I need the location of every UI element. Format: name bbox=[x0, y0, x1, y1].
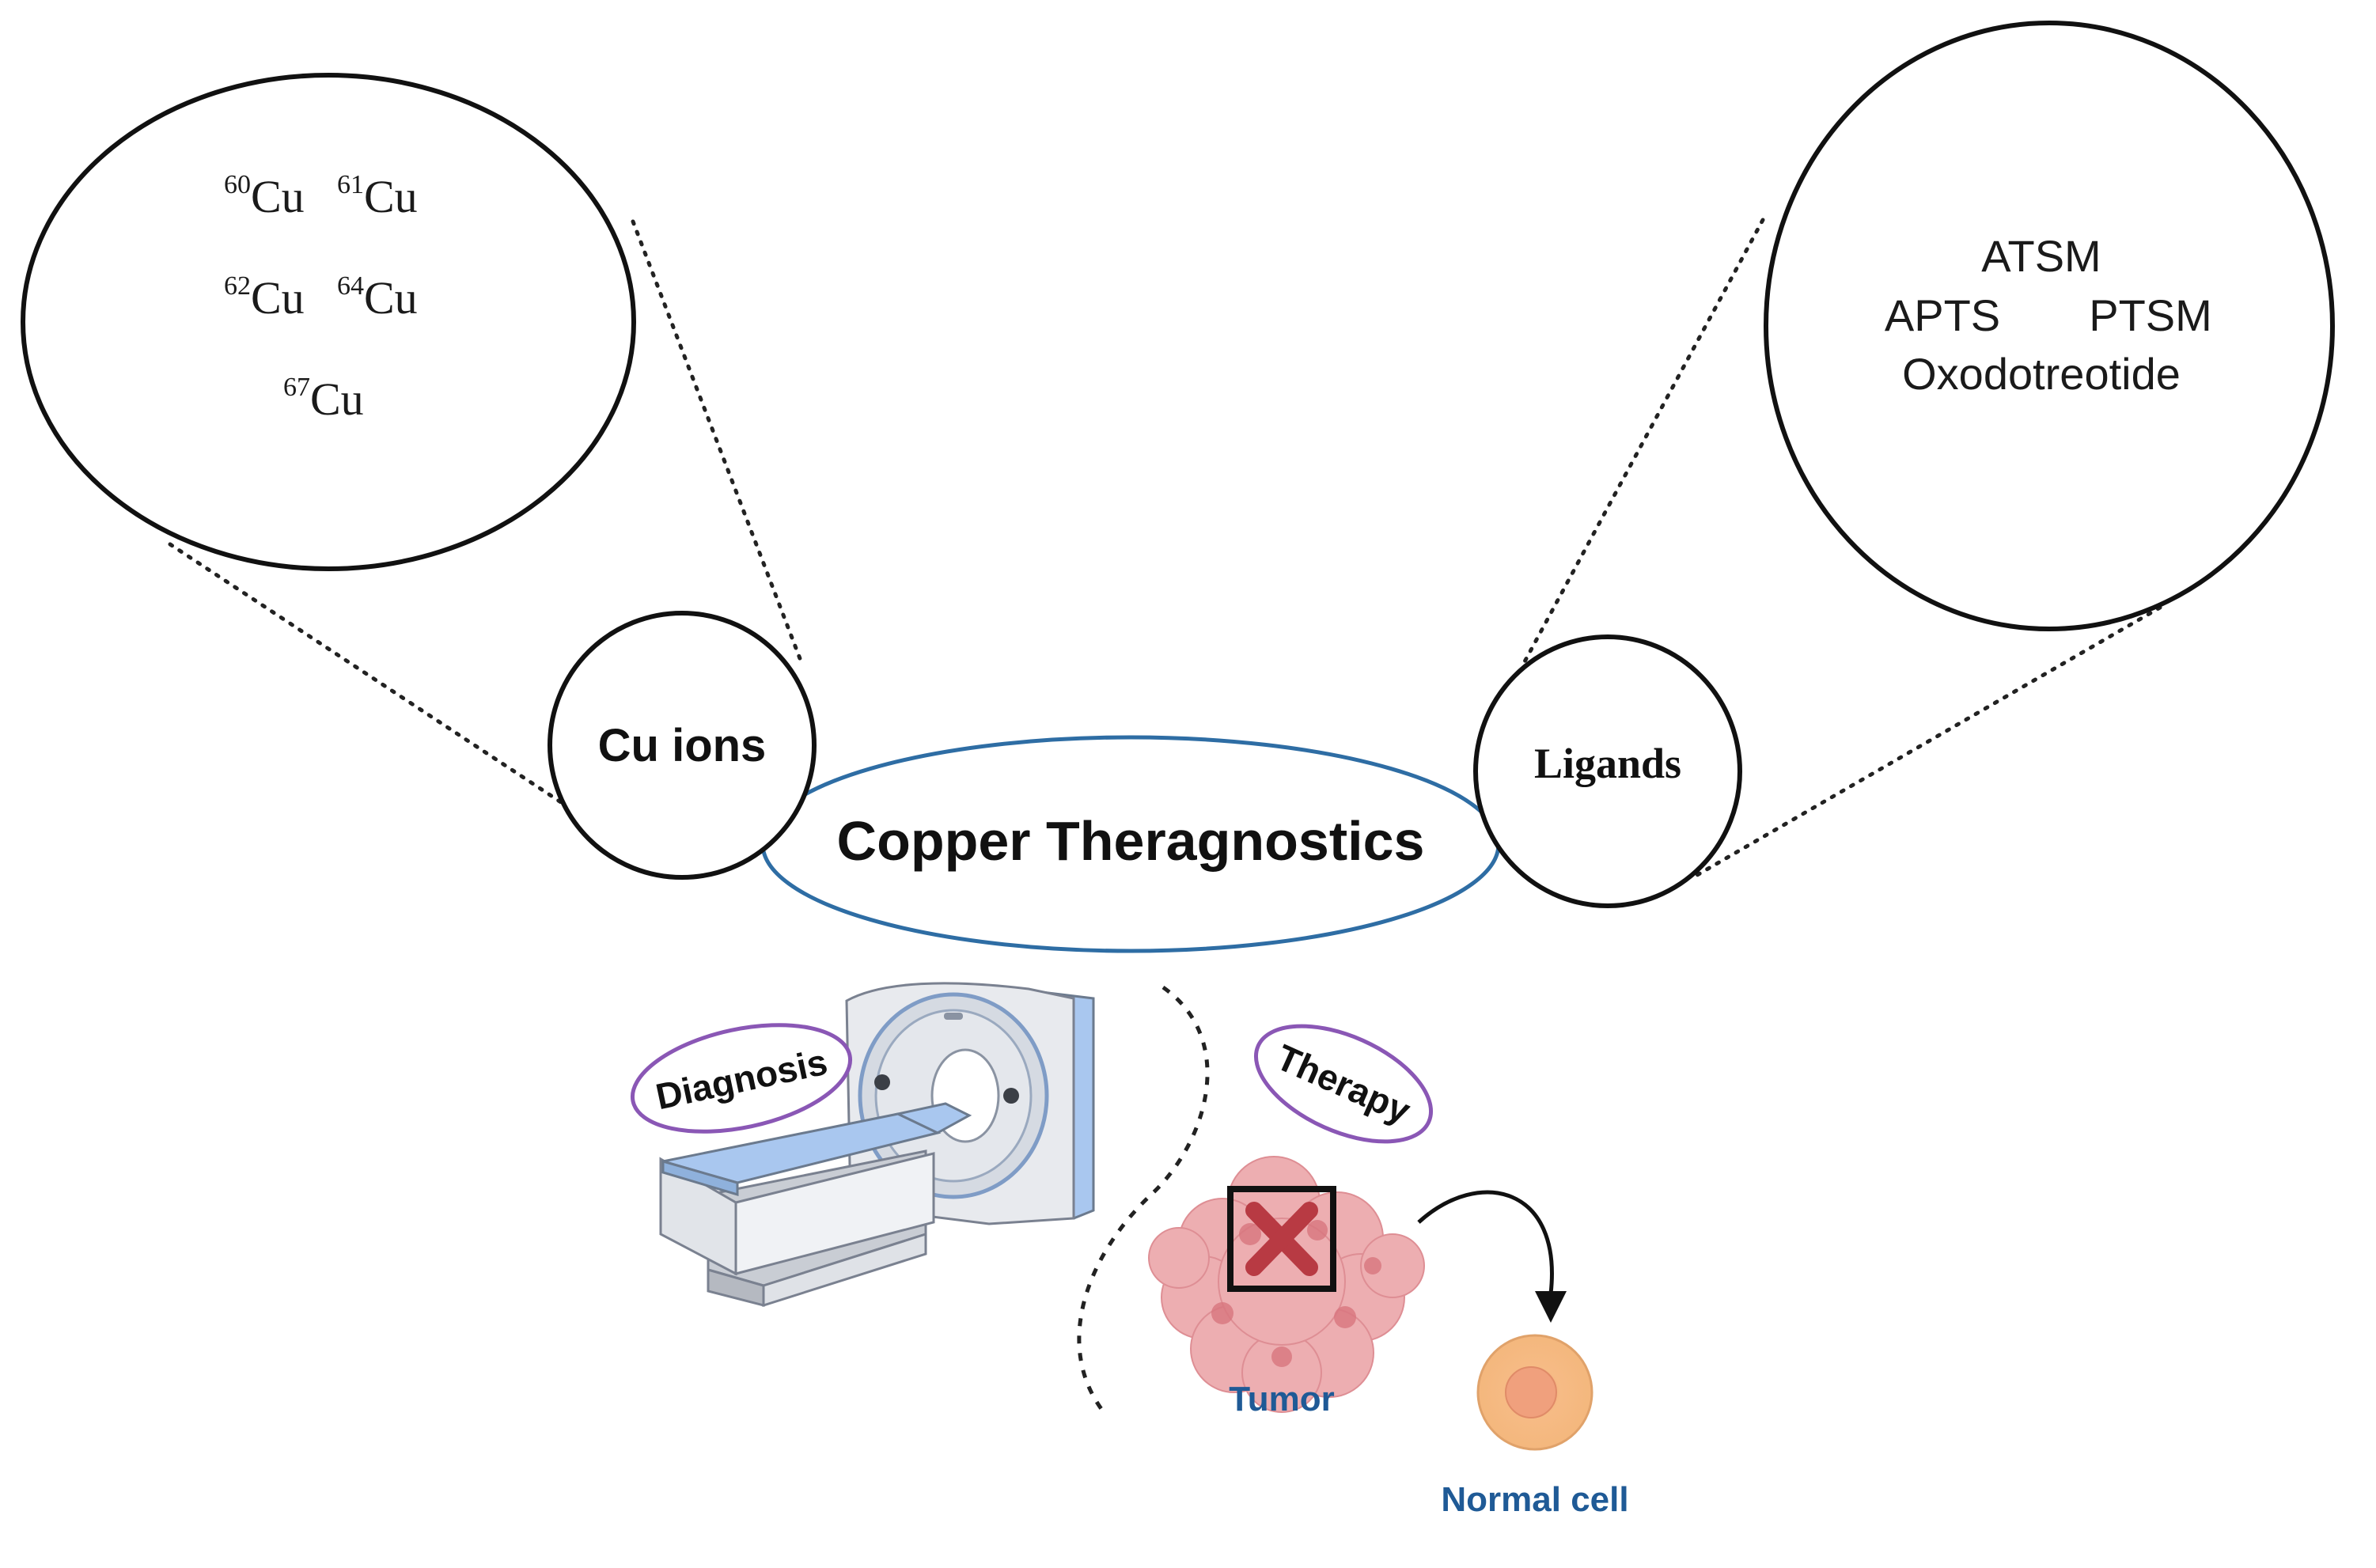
ligand-atsm: ATSM bbox=[1981, 231, 2101, 281]
bed-foot-side bbox=[762, 1232, 927, 1308]
bed-headrest bbox=[894, 1102, 972, 1134]
divider-curve bbox=[1077, 985, 1210, 1414]
ligand-list: ATSM APTS PTSM Oxodotreotide bbox=[1885, 231, 2212, 399]
tumor-label: Tumor bbox=[1229, 1380, 1335, 1418]
connector-left-upper bbox=[631, 219, 803, 663]
ligand-ptsm: PTSM bbox=[2089, 290, 2212, 340]
cu-ions-circle bbox=[548, 611, 817, 880]
bed-tabletop-edge bbox=[661, 1160, 739, 1197]
connector-right-upper bbox=[1521, 218, 1765, 667]
connector-right-lower bbox=[1695, 605, 2162, 877]
isotope-cu-61: 61Cu bbox=[337, 170, 418, 222]
bed-pedestal-side bbox=[734, 1152, 935, 1275]
center-title: Copper Theragnostics bbox=[837, 810, 1425, 872]
cu-zoom-connectors bbox=[168, 219, 803, 808]
therapy-badge-outline bbox=[1253, 1024, 1434, 1144]
scanner-illustration bbox=[659, 982, 1095, 1308]
isotopes-zoom-circle bbox=[21, 73, 636, 571]
arrow-head-icon bbox=[1535, 1291, 1567, 1323]
tumor-x-icon bbox=[1245, 1202, 1318, 1276]
tumor-target-box bbox=[1227, 1186, 1336, 1292]
therapy-badge: Therapy bbox=[1253, 1024, 1434, 1144]
cu-ions-label: Cu ions bbox=[598, 720, 767, 771]
isotope-list: 60Cu 61Cu 62Cu 64Cu 67Cu bbox=[224, 170, 418, 425]
diagnosis-badge: Diagnosis bbox=[630, 1023, 853, 1134]
tumor-cells bbox=[1148, 1156, 1425, 1413]
ligand-apts: APTS bbox=[1885, 290, 2000, 340]
ligands-label: Ligands bbox=[1534, 740, 1681, 787]
isotope-cu-62: 62Cu bbox=[224, 271, 305, 324]
isotope-cu-67: 67Cu bbox=[283, 373, 364, 425]
isotope-cu-64: 64Cu bbox=[337, 271, 418, 324]
scanner-dot-left bbox=[874, 1074, 890, 1090]
curved-arrow bbox=[1417, 1190, 1554, 1294]
ligands-zoom-circle bbox=[1764, 21, 2335, 631]
ligands-circle bbox=[1473, 634, 1742, 908]
normal-cell-label: Normal cell bbox=[1441, 1480, 1628, 1519]
tumor-illustration bbox=[1148, 1156, 1425, 1413]
normal-cell-illustration bbox=[1476, 1334, 1593, 1451]
tumor-nuclei bbox=[1211, 1220, 1381, 1367]
connector-left-lower bbox=[168, 542, 568, 808]
isotope-cu-60: 60Cu bbox=[224, 170, 305, 222]
ligand-oxodotreotide: Oxodotreotide bbox=[1902, 349, 2181, 399]
normal-cell-nucleus bbox=[1505, 1366, 1557, 1418]
diagnosis-badge-outline bbox=[630, 1023, 853, 1134]
scanner-indicator bbox=[944, 1013, 963, 1020]
ligand-zoom-connectors bbox=[1521, 218, 2162, 877]
scanner-dot-right bbox=[1003, 1088, 1019, 1104]
